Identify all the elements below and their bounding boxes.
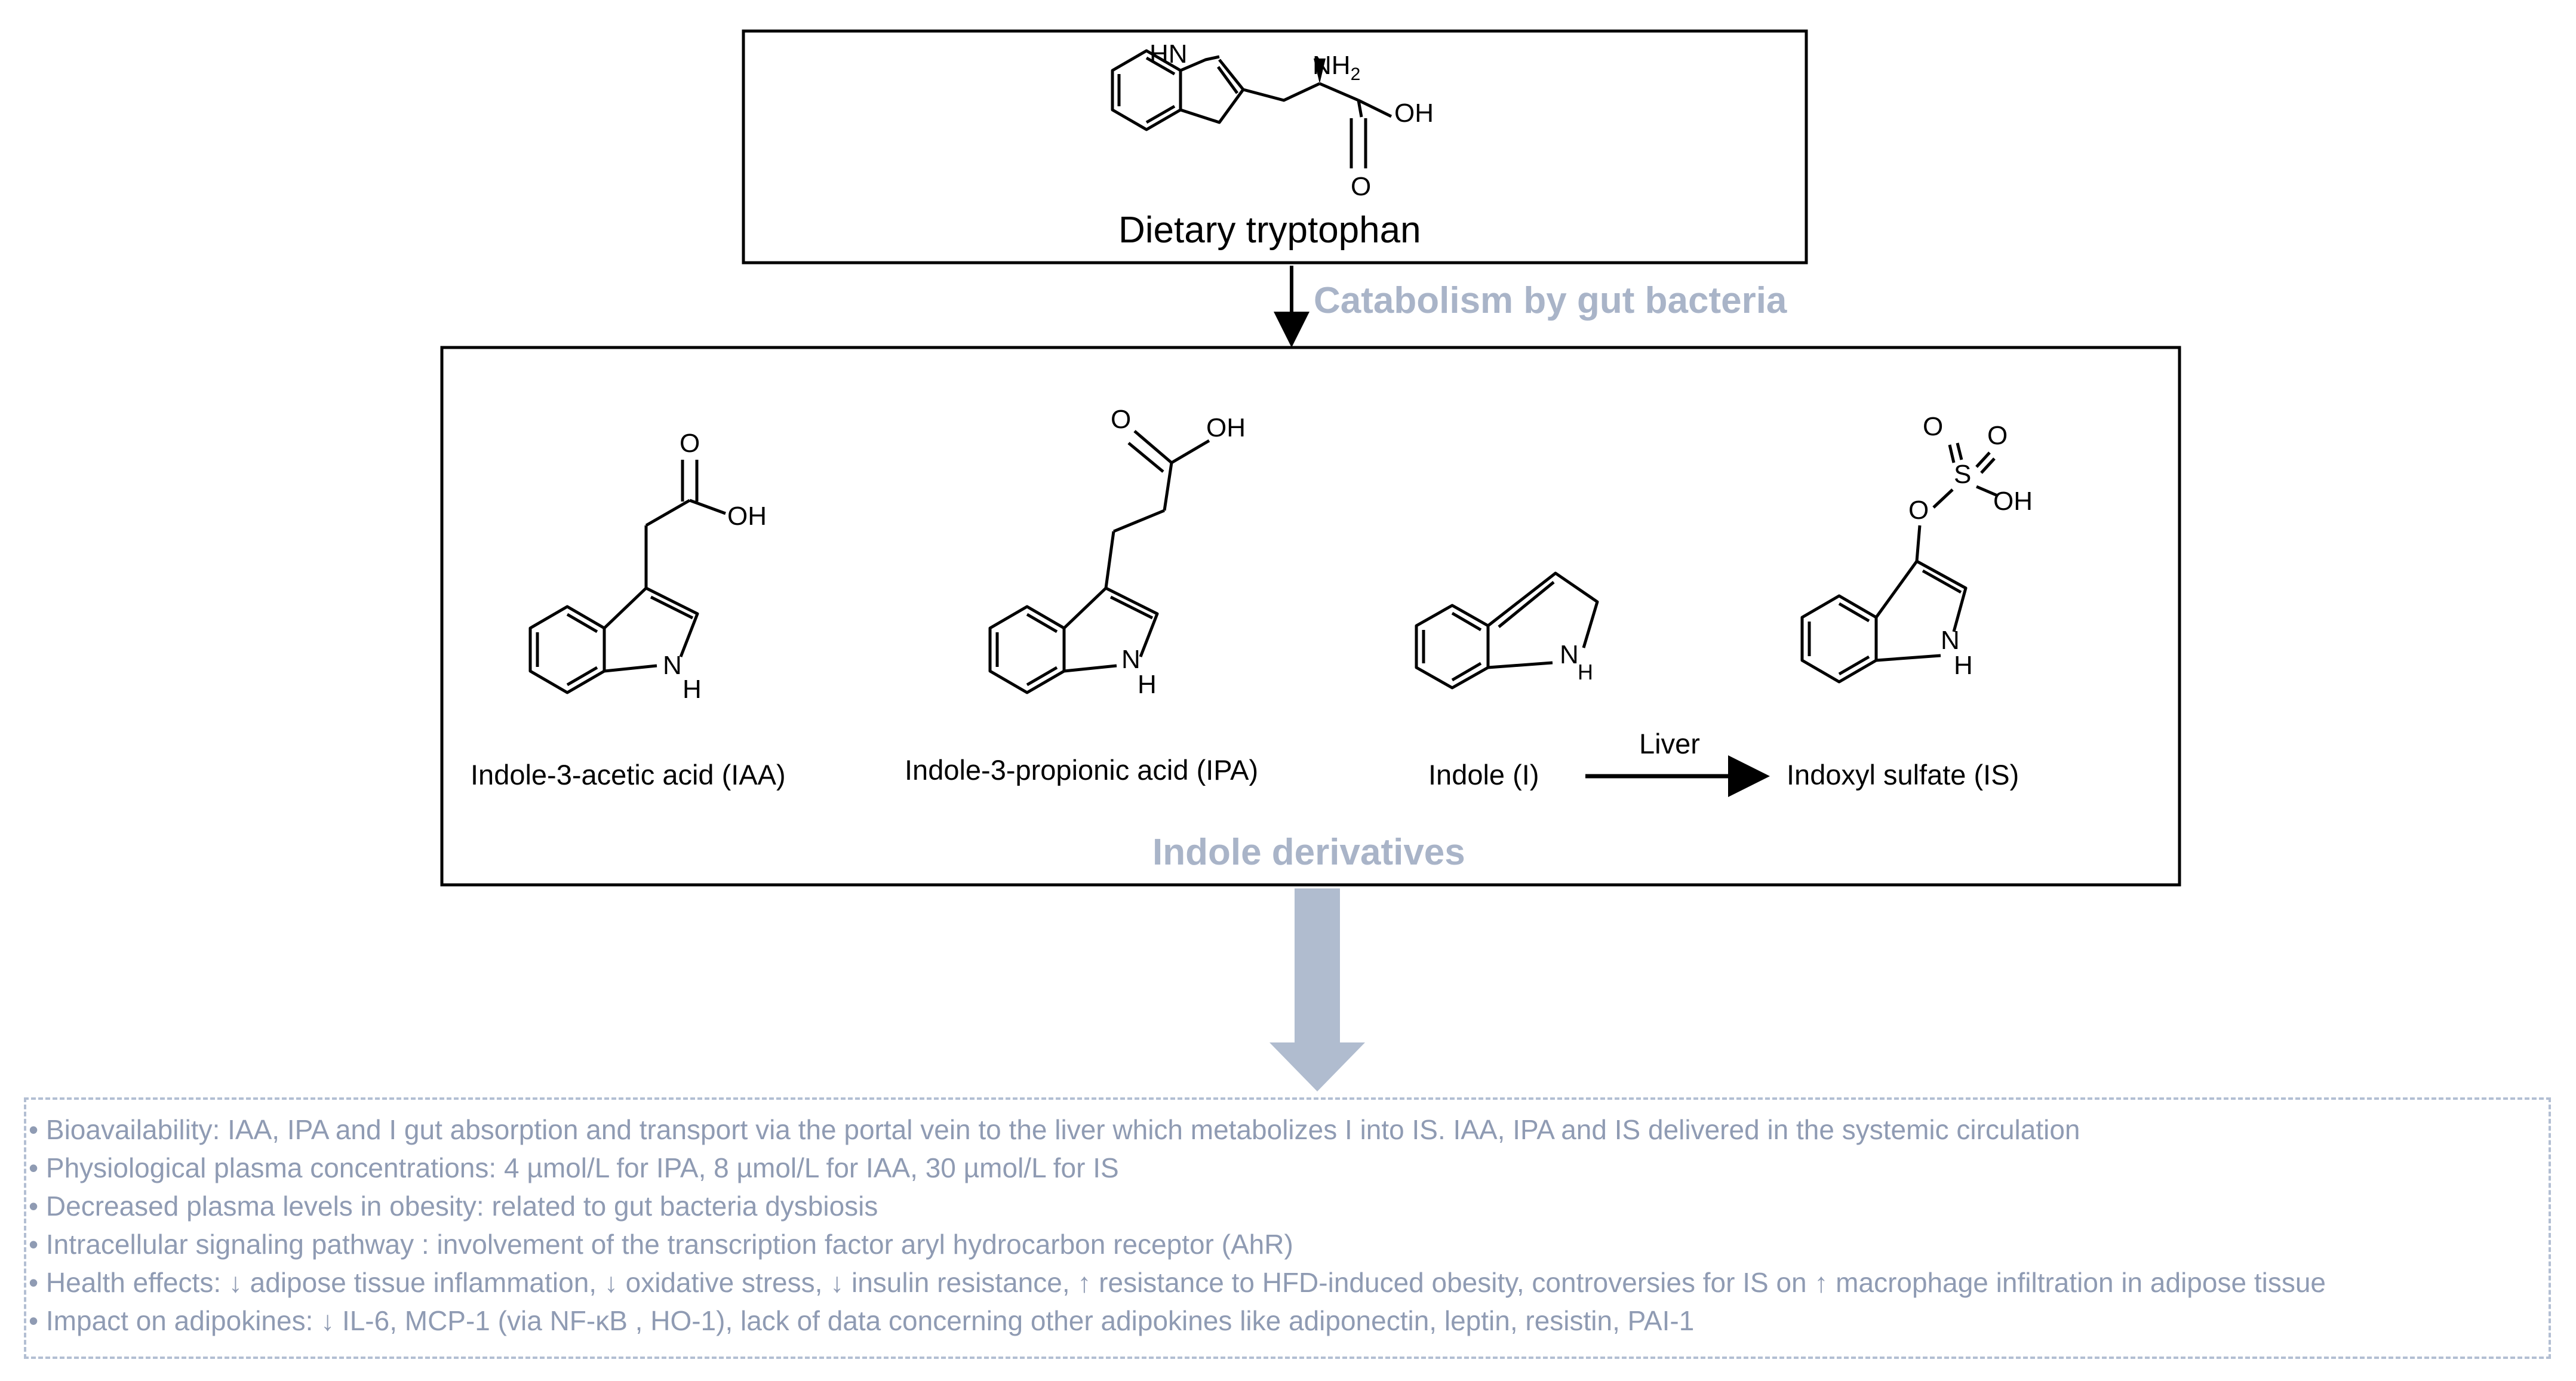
- iaa-n-label: N: [663, 651, 682, 680]
- info-panel: • Bioavailability: IAA, IPA and I gut ab…: [24, 1097, 2551, 1359]
- tryptophan-nh2-label: NH2: [1312, 51, 1361, 84]
- is-o-right-label: O: [1987, 421, 2008, 450]
- is-oh-label: OH: [1993, 487, 2033, 516]
- indole-n-label: N: [1560, 640, 1579, 669]
- is-s-label: S: [1954, 460, 1972, 489]
- is-o-left-label: O: [1908, 496, 1929, 525]
- is-h-label: H: [1954, 651, 1973, 680]
- iaa-caption: Indole-3-acetic acid (IAA): [471, 759, 786, 791]
- tryptophan-box: [742, 29, 1808, 264]
- is-n-label: N: [1941, 626, 1960, 655]
- is-structure: [1800, 442, 1998, 684]
- info-item-health-effects: • Health effects: ↓ adipose tissue infla…: [29, 1267, 2326, 1298]
- ipa-h-label: H: [1138, 670, 1157, 699]
- liver-label: Liver: [1639, 728, 1700, 759]
- tryptophan-o-label: O: [1351, 172, 1372, 201]
- ipa-caption: Indole-3-propionic acid (IPA): [905, 754, 1259, 786]
- stereo-wedge: [1314, 59, 1326, 84]
- indole-derivatives-label: Indole derivatives: [1152, 832, 1465, 873]
- tryptophan-caption: Dietary tryptophan: [1118, 210, 1421, 251]
- info-item-signaling: • Intracellular signaling pathway : invo…: [29, 1229, 1293, 1260]
- indole-structure: [1415, 571, 1599, 690]
- info-item-adipokines: • Impact on adipokines: ↓ IL-6, MCP-1 (v…: [29, 1305, 1695, 1336]
- indole-caption: Indole (I): [1428, 759, 1539, 791]
- catabolism-label: Catabolism by gut bacteria: [1314, 280, 1787, 321]
- iaa-oh-label: OH: [727, 502, 767, 531]
- is-o-top-label: O: [1923, 412, 1944, 441]
- is-caption: Indoxyl sulfate (IS): [1787, 759, 2019, 791]
- iaa-o-label: O: [680, 429, 700, 458]
- info-item-concentrations: • Physiological plasma concentrations: 4…: [29, 1152, 1119, 1183]
- info-item-bioavailability: • Bioavailability: IAA, IPA and I gut ab…: [29, 1114, 2080, 1145]
- ipa-o-label: O: [1111, 405, 1132, 434]
- info-item-obesity: • Decreased plasma levels in obesity: re…: [29, 1191, 878, 1222]
- ipa-n-label: N: [1121, 645, 1141, 674]
- ipa-structure: [988, 430, 1210, 694]
- iaa-structure: [528, 460, 726, 694]
- ipa-oh-label: OH: [1206, 413, 1246, 442]
- info-list: • Bioavailability: IAA, IPA and I gut ab…: [29, 1111, 2549, 1340]
- iaa-h-label: H: [683, 675, 702, 704]
- tryptophan-hn-label: HN: [1149, 39, 1188, 69]
- indole-h-label: H: [1578, 660, 1593, 684]
- tryptophan-structure: [1111, 49, 1392, 168]
- big-down-arrow: [1269, 888, 1365, 1091]
- tryptophan-oh-label: OH: [1394, 99, 1434, 128]
- indole-derivatives-box: [440, 346, 2181, 887]
